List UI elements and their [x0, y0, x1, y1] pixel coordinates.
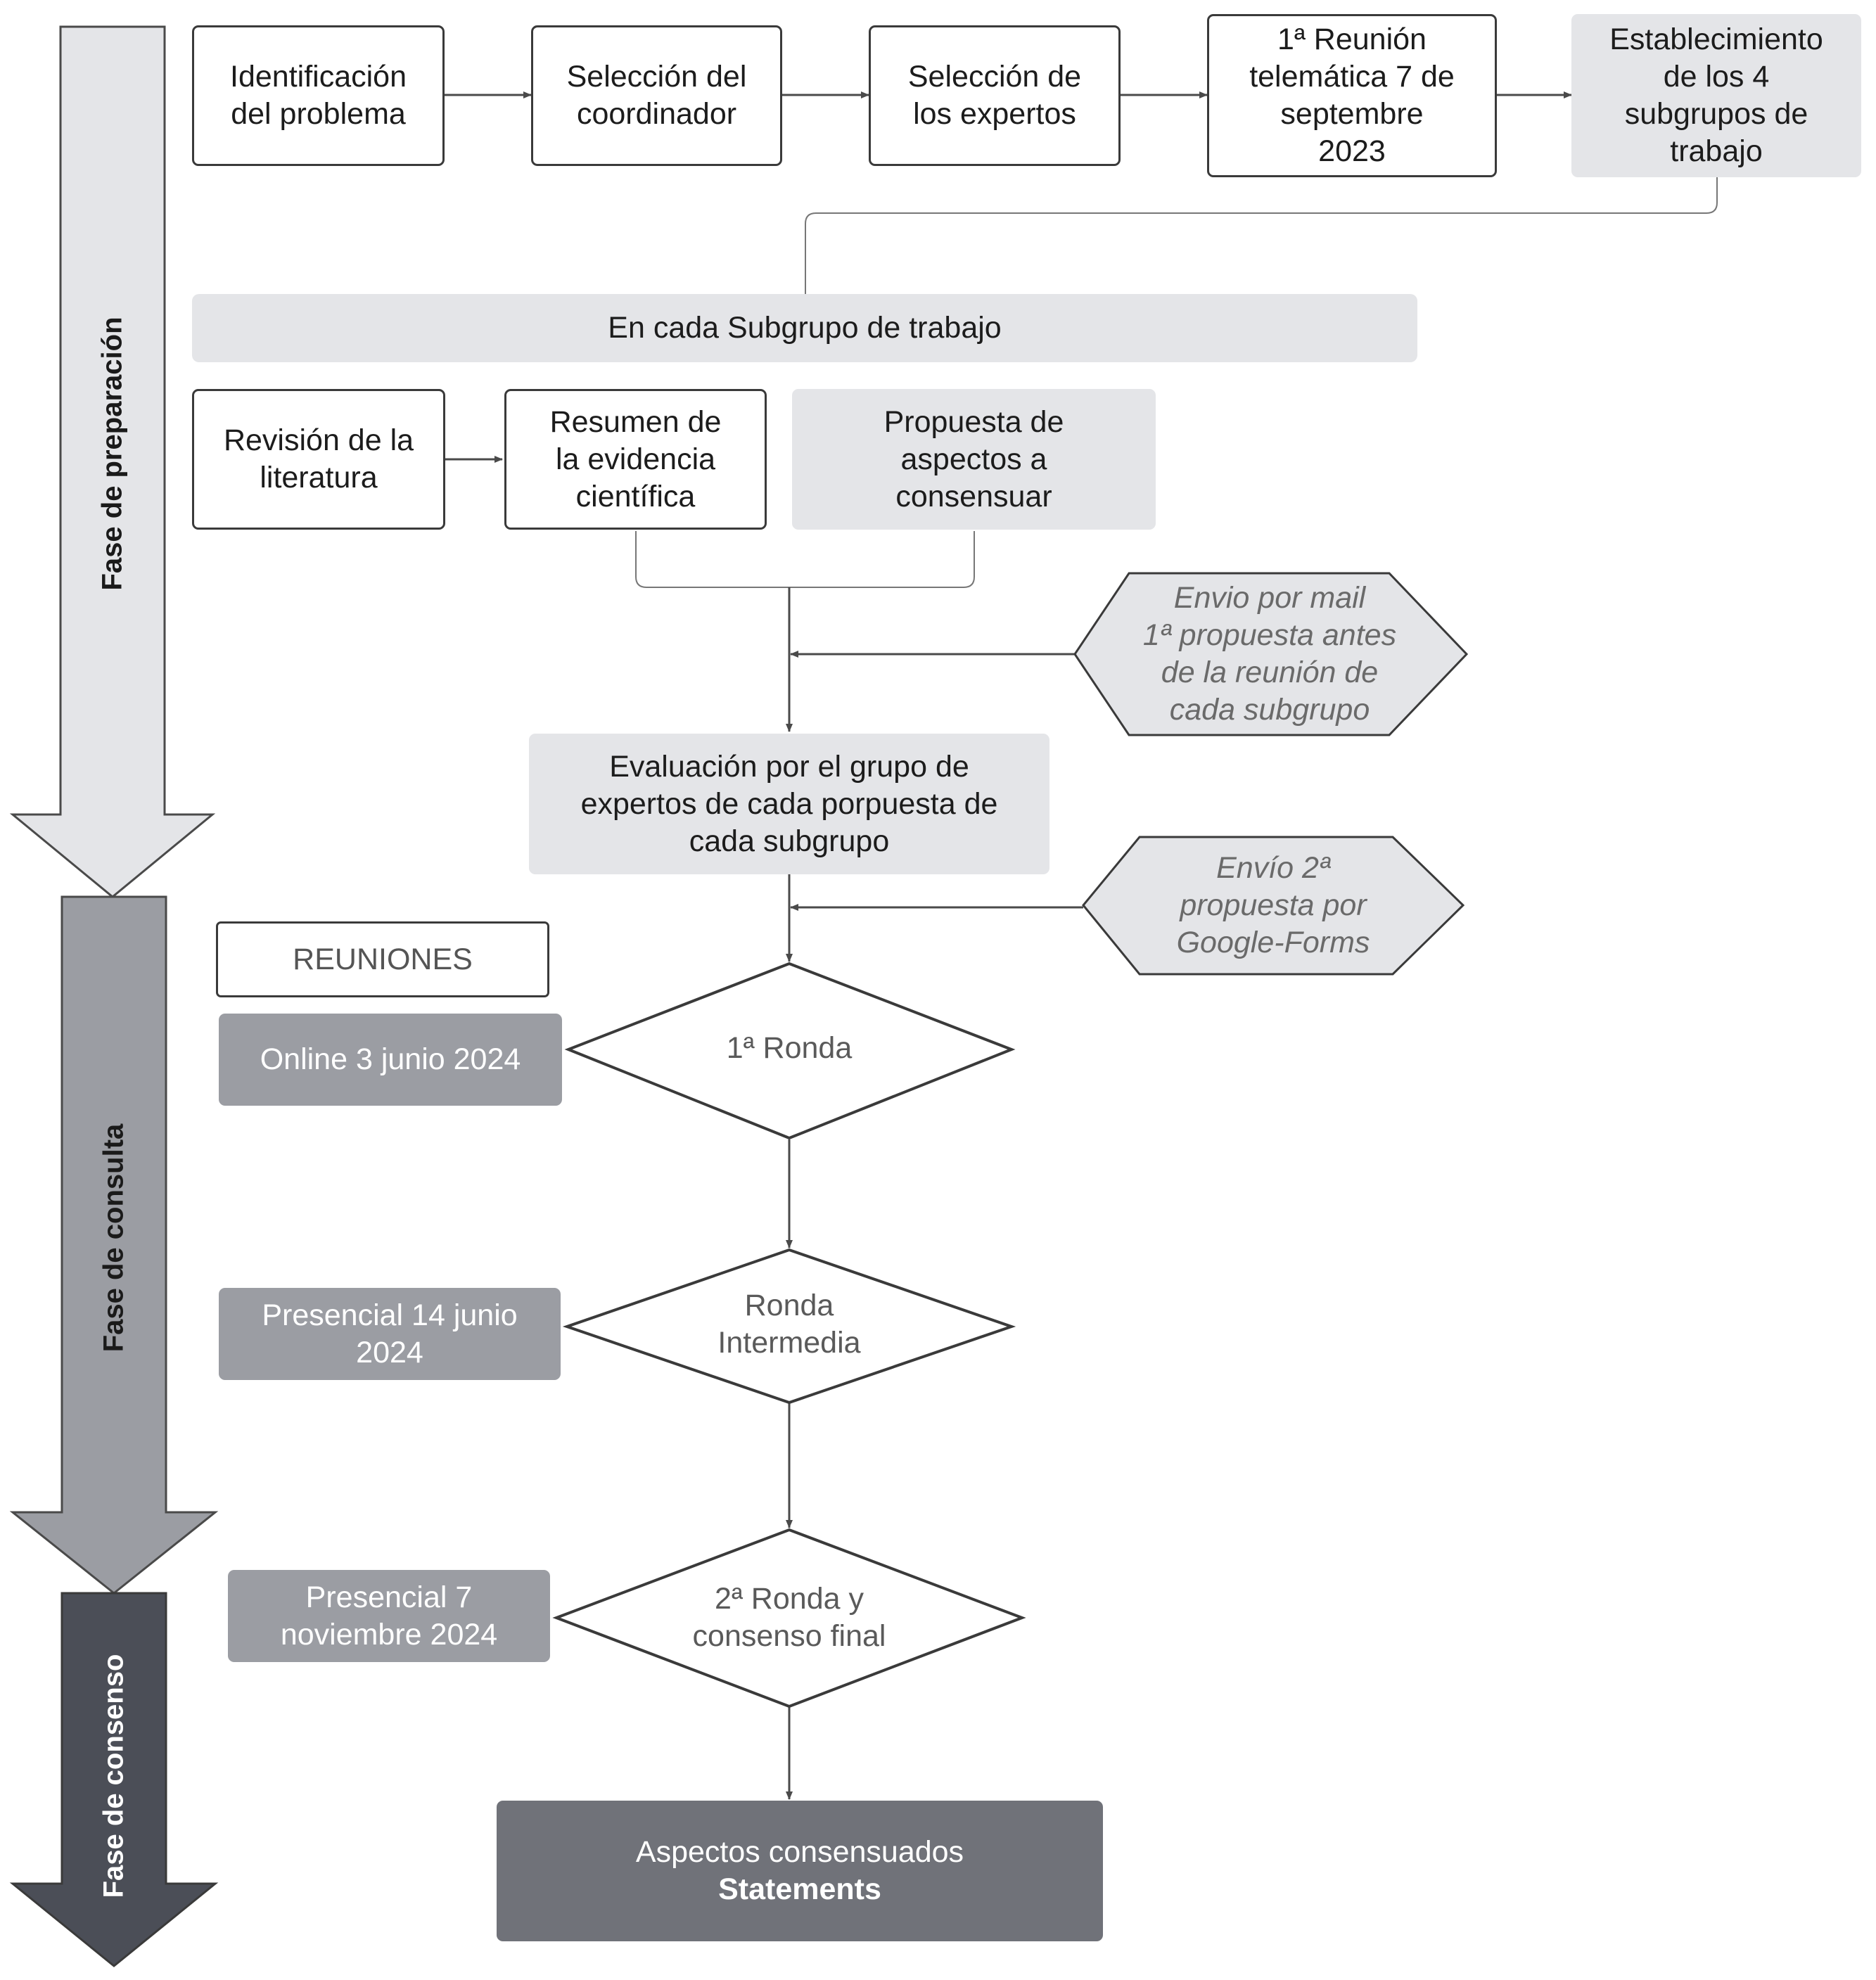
meetings-header-label: REUNIONES: [293, 942, 473, 976]
final-label-line2: Statements: [718, 1872, 881, 1906]
forms-hexagon: [1082, 836, 1465, 976]
round-text: 1ª Ronda: [726, 1030, 853, 1065]
preparation-phase-label: Fase de preparación: [96, 317, 128, 591]
agreed-statements-box: Aspectos consensuados Statements: [497, 1801, 1103, 1941]
meeting-label: Online 3 junio 2024: [260, 1042, 521, 1076]
connector-line: [635, 531, 975, 588]
meeting-online-badge: Online 3 junio 2024: [219, 1014, 562, 1106]
round-1-diamond: [564, 962, 1016, 1140]
preparation-phase-arrow: [9, 25, 216, 898]
connector-line: [805, 177, 1718, 294]
consensus-phase-label: Fase de consenso: [98, 1654, 129, 1898]
consultation-phase-label: Fase de consulta: [98, 1123, 129, 1353]
meetings-header: REUNIONES: [216, 921, 549, 997]
subgroup-banner: En cada Subgrupo de trabajo: [192, 294, 1417, 362]
round-2-diamond: [552, 1528, 1026, 1708]
round-intermediate-diamond: [562, 1248, 1016, 1405]
consensus-phase-arrow: [9, 1592, 219, 1967]
round-1-label: 1ª Ronda: [613, 1013, 965, 1083]
mail-hexagon: [1073, 572, 1469, 736]
consultation-phase-arrow: [9, 895, 219, 1595]
final-label-line1: Aspectos consensuados: [635, 1835, 964, 1869]
banner-label: En cada Subgrupo de trabajo: [608, 311, 1002, 345]
